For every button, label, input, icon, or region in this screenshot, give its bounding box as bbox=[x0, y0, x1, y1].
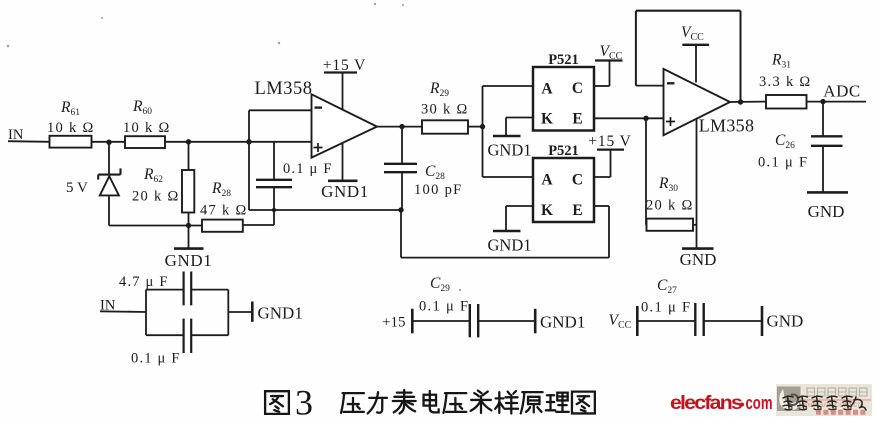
svg-text:10 k Ω: 10 k Ω bbox=[123, 120, 171, 136]
svg-text:20 k Ω: 20 k Ω bbox=[646, 198, 694, 214]
svg-text:GND1: GND1 bbox=[540, 312, 585, 331]
svg-text:GND: GND bbox=[767, 312, 804, 331]
svg-text:E: E bbox=[572, 111, 582, 128]
svg-text:GND1: GND1 bbox=[488, 141, 532, 160]
svg-text:K: K bbox=[541, 111, 553, 128]
svg-text:5 V: 5 V bbox=[66, 180, 88, 196]
svg-text:C: C bbox=[572, 80, 583, 97]
svg-text:10 k Ω: 10 k Ω bbox=[47, 120, 95, 136]
svg-text:elecfans: elecfans bbox=[670, 392, 743, 414]
svg-text:P521: P521 bbox=[548, 52, 579, 68]
svg-text:IN: IN bbox=[8, 127, 24, 143]
svg-text:K: K bbox=[541, 202, 553, 219]
svg-text:P521: P521 bbox=[548, 143, 579, 159]
svg-text:3.3 k Ω: 3.3 k Ω bbox=[759, 74, 812, 90]
svg-text:47 k Ω: 47 k Ω bbox=[200, 203, 248, 219]
svg-text:+15 V: +15 V bbox=[588, 133, 632, 150]
svg-text:GND: GND bbox=[808, 202, 845, 221]
svg-text:3: 3 bbox=[295, 383, 313, 421]
svg-text:GND: GND bbox=[680, 250, 717, 269]
svg-text:E: E bbox=[572, 202, 582, 219]
svg-text:com: com bbox=[746, 392, 773, 413]
svg-text:4.7 μ F: 4.7 μ F bbox=[119, 274, 169, 290]
svg-text:C: C bbox=[572, 172, 583, 189]
svg-text:GND1: GND1 bbox=[165, 251, 213, 270]
svg-text:GND1: GND1 bbox=[258, 303, 303, 322]
svg-text:A: A bbox=[541, 81, 553, 98]
svg-text:ADC: ADC bbox=[823, 82, 860, 101]
svg-text:+15 V: +15 V bbox=[323, 57, 367, 74]
svg-text:LM358: LM358 bbox=[255, 79, 313, 99]
svg-text:20 k Ω: 20 k Ω bbox=[132, 189, 180, 205]
svg-text:LM358: LM358 bbox=[699, 116, 755, 136]
svg-text:GND1: GND1 bbox=[321, 182, 369, 201]
svg-text:100 pF: 100 pF bbox=[414, 182, 463, 198]
svg-text:0.1 μ F: 0.1 μ F bbox=[758, 155, 808, 171]
svg-text:30 k Ω: 30 k Ω bbox=[421, 102, 469, 118]
svg-text:A: A bbox=[541, 172, 553, 189]
svg-text:0.1 μ F: 0.1 μ F bbox=[641, 300, 691, 316]
svg-text:+15: +15 bbox=[382, 315, 405, 331]
svg-text:IN: IN bbox=[100, 298, 116, 314]
svg-text:0.1 μ F: 0.1 μ F bbox=[419, 299, 469, 315]
svg-text:0.1 μ F: 0.1 μ F bbox=[283, 161, 333, 177]
svg-text:GND1: GND1 bbox=[488, 236, 532, 255]
svg-text:0.1 μ F: 0.1 μ F bbox=[131, 351, 181, 367]
